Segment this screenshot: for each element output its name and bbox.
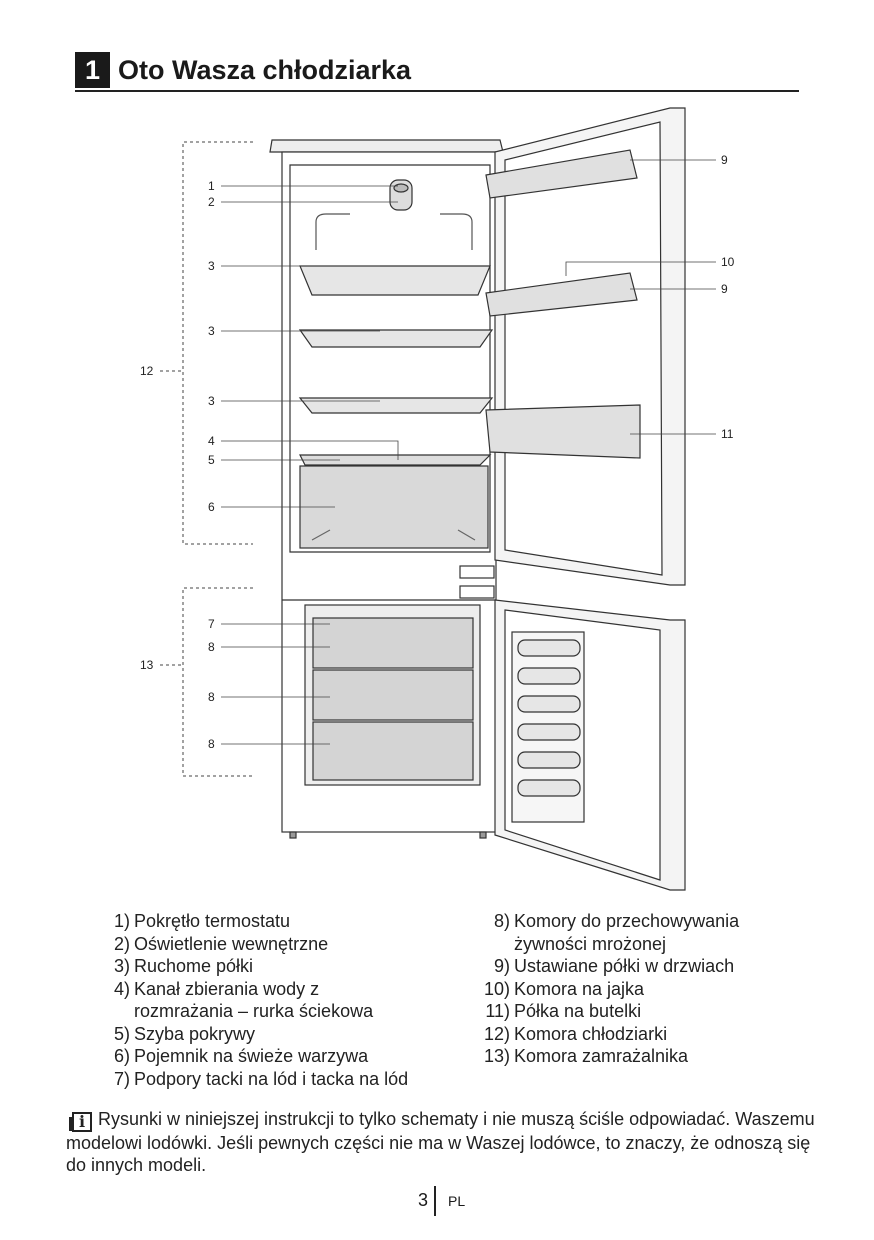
callout-4: 4 [208,434,215,448]
door-shelf [485,272,638,317]
list-item: 13)Komora zamrażalnika [483,1046,689,1066]
list-item: 3)Ruchome półki [113,956,254,976]
glass-cover [299,454,492,466]
callout-9: 9 [721,153,728,167]
callout-3: 3 [208,324,215,338]
freezer-drawer [312,617,474,669]
callout-1: 1 [208,179,215,193]
callout-9: 9 [721,282,728,296]
callout-8: 8 [208,640,215,654]
fridge-shelf [298,329,494,348]
fridge-shelf [299,265,491,296]
list-item: 8)Komory do przechowywania żywności mroż… [493,911,740,954]
callout-7: 7 [208,617,215,631]
callout-3: 3 [208,259,215,273]
list-item: 9)Ustawiane półki w drzwiach [493,956,735,976]
language-code: PL [448,1193,466,1209]
page-footer: 3 PL [0,1186,874,1216]
callout-3: 3 [208,394,215,408]
list-item: 4)Kanał zbierania wody z rozmrażania – r… [113,978,374,1022]
page-title: Oto Wasza chłodziarka [118,55,412,85]
list-item: 5)Szyba pokrywy [113,1023,256,1044]
fridge-shelf [298,397,494,414]
section-number: 1 [75,52,110,88]
list-item: 1)Pokrętło termostatu [113,911,291,931]
list-item: 12)Komora chłodziarki [483,1023,668,1044]
note-text: Rysunki w niniejszej instrukcji to tylko… [66,1109,815,1175]
callout-8: 8 [208,690,215,704]
info-icon: i [69,1112,92,1132]
list-item: 11)Półka na butelki [485,1001,642,1021]
callout-13: 13 [140,658,154,672]
freezer-drawer [312,669,474,721]
list-item: 10)Komora na jajka [483,978,645,999]
callout-10: 10 [721,255,735,269]
door-shelf [485,149,638,199]
list-item: 2)Oświetlenie wewnętrzne [113,933,329,954]
callout-6: 6 [208,500,215,514]
bottle-shelf [485,404,641,459]
refrigerator-diagram: 1 2 3 3 3 4 5 6 7 8 8 8 9 10 9 11 12 13 [140,107,735,891]
page-number: 3 [417,1190,428,1210]
legend-right-column: 8)Komory do przechowywania żywności mroż… [470,910,830,1068]
list-item: 6)Pojemnik na świeże warzywa [113,1046,369,1066]
callout-5: 5 [208,453,215,467]
callout-8: 8 [208,737,215,751]
section-header: 1 Oto Wasza chłodziarka [75,52,799,92]
callout-11: 11 [721,427,734,441]
freezer-drawer [312,721,474,781]
callout-12: 12 [140,364,154,378]
freezer-bracket [182,587,253,777]
footer-divider [434,1186,436,1216]
callout-2: 2 [208,195,215,209]
list-item: 7)Podpory tacki na lód i tacka na lód [113,1068,409,1089]
fridge-bracket [182,141,253,545]
legend-left-column: 1)Pokrętło termostatu 2)Oświetlenie wewn… [100,910,460,1090]
cabinet-top [269,139,504,153]
